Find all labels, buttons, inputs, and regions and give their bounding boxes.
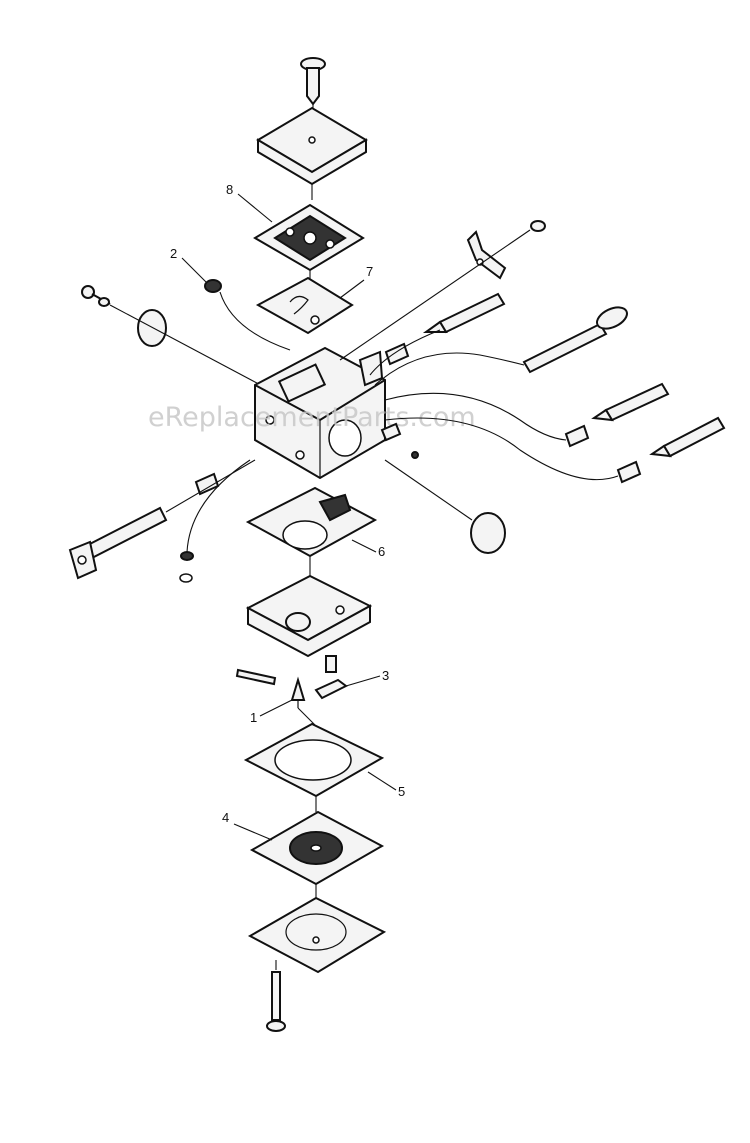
callout-6: 6 [351, 539, 385, 559]
metering-body [245, 574, 373, 658]
adjust-needle-top [422, 292, 506, 334]
left-disc [137, 309, 167, 347]
spring-mid [564, 424, 590, 448]
callout-5: 5 [367, 771, 405, 799]
svg-text:5: 5 [398, 784, 405, 799]
watermark-text: eReplacementParts.com [148, 402, 476, 433]
callout-3: 3 [345, 668, 389, 687]
plug-2 [204, 279, 222, 293]
svg-text:3: 3 [382, 668, 389, 683]
spring-body [380, 422, 402, 442]
top-screw [300, 57, 326, 106]
right-disc [470, 512, 506, 554]
callout-1: 1 [250, 699, 293, 725]
gasket-8 [253, 203, 365, 272]
adjust-needle-mid [591, 382, 670, 422]
svg-text:1: 1 [250, 710, 257, 725]
gasket-5 [243, 722, 385, 798]
gasket-7 [255, 276, 354, 335]
needle-valve-1 [290, 676, 306, 708]
spring-low [616, 460, 642, 484]
adjust-needle-low [649, 416, 726, 458]
bottom-screw [266, 971, 286, 1032]
idle-needle-long [522, 306, 628, 374]
callout-8: 8 [226, 182, 273, 223]
small-seal [180, 551, 194, 561]
bottom-cover-plate [247, 896, 387, 974]
top-cover-plate [256, 106, 368, 186]
check-ball [411, 451, 419, 459]
choke-shaft [68, 506, 168, 580]
diaphragm-4 [249, 810, 385, 886]
svg-text:4: 4 [222, 810, 229, 825]
small-washer [179, 573, 193, 583]
svg-text:6: 6 [378, 544, 385, 559]
carburetor-body [254, 346, 386, 480]
spring-top [384, 342, 410, 366]
callout-4: 4 [222, 810, 273, 841]
throttle-bracket [466, 230, 507, 280]
metering-spring [325, 655, 337, 673]
svg-text:2: 2 [170, 246, 177, 261]
svg-text:8: 8 [226, 182, 233, 197]
lever-pin [235, 668, 277, 686]
callout-7: 7 [339, 264, 373, 299]
control-lever-3 [314, 678, 348, 700]
gasket-6 [245, 486, 378, 558]
callout-2: 2 [170, 246, 207, 283]
svg-text:7: 7 [366, 264, 373, 279]
left-screw [81, 285, 111, 307]
small-screw-right [530, 220, 546, 232]
